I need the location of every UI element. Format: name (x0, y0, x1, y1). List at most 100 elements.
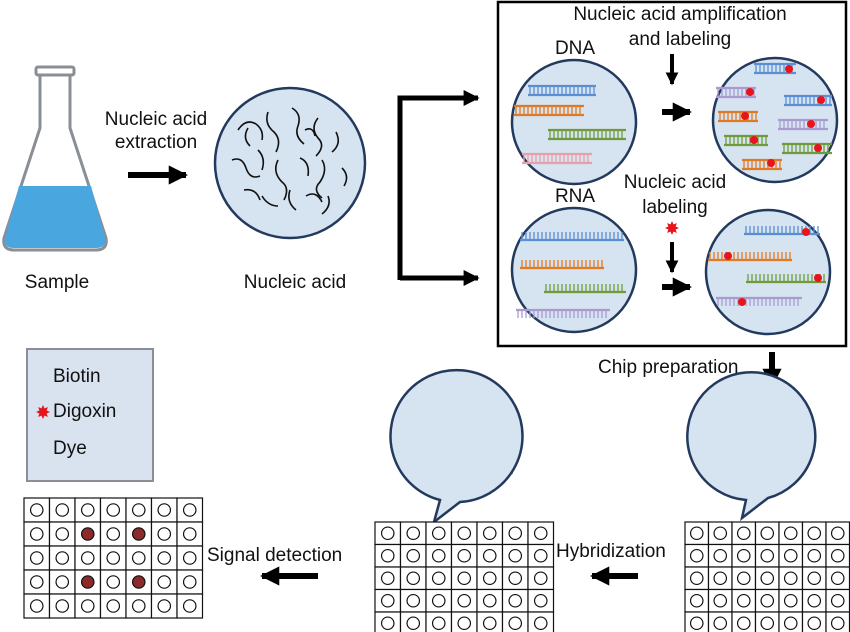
chip-spot (760, 593, 775, 608)
rna-strand-purple (516, 308, 610, 318)
chip-spot (760, 548, 775, 563)
amplified-strand (778, 118, 828, 131)
digoxin-label-dot (802, 228, 810, 236)
labeling-label-line1: Nucleic acid (623, 172, 727, 193)
rna-labeled-circle (704, 208, 832, 336)
chip-spot (783, 571, 798, 586)
chip-spot (380, 593, 395, 608)
chip-spot (482, 593, 497, 608)
chip-preparation-label: Chip preparation (598, 357, 739, 378)
chip-spot (55, 527, 70, 541)
chip-spot (182, 575, 197, 589)
chip-bubble (686, 371, 817, 522)
chip-spot (508, 616, 523, 631)
chip-spot (157, 527, 172, 541)
chip-spot (106, 599, 121, 613)
chip-spot (508, 548, 523, 563)
chip-spot (182, 527, 197, 541)
chip-spot (736, 616, 751, 631)
digoxin-star-icon (665, 221, 679, 235)
nucleic-acid-circle (213, 86, 367, 240)
chip-spot (689, 593, 704, 608)
signal-spot (80, 527, 95, 541)
chip-spot (508, 571, 523, 586)
chip-spot (508, 593, 523, 608)
digoxin-label-dot (767, 159, 775, 167)
split-connector (397, 89, 480, 287)
signal-spot (131, 527, 146, 541)
chip-spot (713, 593, 728, 608)
chip-spot (106, 551, 121, 565)
chip-spot (406, 526, 421, 541)
chip-spot (830, 571, 845, 586)
chip-spot (431, 526, 446, 541)
rna-strand-orange (520, 260, 604, 270)
dna-strand-pink (522, 152, 592, 165)
chip-spot (482, 526, 497, 541)
legend-box (26, 348, 154, 482)
chip-spot (783, 526, 798, 541)
chip-spot (807, 548, 822, 563)
legend-dye-label: Dye (53, 438, 87, 459)
amplified-strand (784, 94, 832, 107)
chip-spot (689, 616, 704, 631)
chip-spot (807, 593, 822, 608)
chip-spot (482, 616, 497, 631)
chip-spot (380, 548, 395, 563)
chip-spot (457, 616, 472, 631)
chip-spot (760, 526, 775, 541)
signal-detection-label: Signal detection (207, 545, 343, 566)
chip-spot (29, 551, 44, 565)
chip-spot (380, 571, 395, 586)
chip-spot (157, 551, 172, 565)
rna-strand-green (544, 284, 626, 294)
chip-spot (533, 548, 548, 563)
amplification-label-line1: Nucleic acid amplification (573, 4, 787, 25)
chip-spot (131, 599, 146, 613)
digoxin-label-dot (817, 96, 825, 104)
chip-cell (176, 593, 204, 619)
signal-spot (80, 575, 95, 589)
hybridization-bubble (389, 368, 524, 526)
extraction-label-line2: extraction (114, 132, 198, 153)
hybridization-label: Hybridization (556, 541, 666, 562)
chip-spot (783, 548, 798, 563)
chip-spot (80, 503, 95, 517)
chip-spot (760, 616, 775, 631)
chip-cell (99, 593, 127, 619)
chip-spot (131, 503, 146, 517)
chip-spot (106, 527, 121, 541)
chip-spot (736, 593, 751, 608)
chip-spot (457, 548, 472, 563)
chip-spot (406, 616, 421, 631)
digoxin-label-dot (746, 88, 754, 96)
signal-spot (131, 575, 146, 589)
dna-circle (510, 58, 638, 186)
chip-cell (125, 593, 153, 619)
chip-spot (55, 551, 70, 565)
chip-spot (80, 551, 95, 565)
chip-spot (689, 548, 704, 563)
flask-icon (2, 65, 108, 252)
amplified-strand (724, 134, 768, 147)
digoxin-label-dot (785, 65, 793, 73)
chip-spot (55, 599, 70, 613)
chip-spot (380, 526, 395, 541)
prepared-chip-grid (684, 521, 850, 632)
chip-spot (29, 527, 44, 541)
chip-spot (431, 548, 446, 563)
chip-spot (713, 616, 728, 631)
dna-strand-green (548, 128, 626, 141)
chip-spot (457, 526, 472, 541)
chip-spot (55, 575, 70, 589)
dna-strand-blue (528, 84, 596, 97)
chip-spot (457, 571, 472, 586)
labeled-rna-strand (746, 274, 826, 284)
chip-spot (29, 575, 44, 589)
dna-strand-orange (514, 104, 584, 117)
chip-spot (830, 616, 845, 631)
chip-spot (807, 526, 822, 541)
rna-strand-blue (520, 232, 624, 242)
digoxin-label-dot (814, 144, 822, 152)
chip-spot (830, 526, 845, 541)
